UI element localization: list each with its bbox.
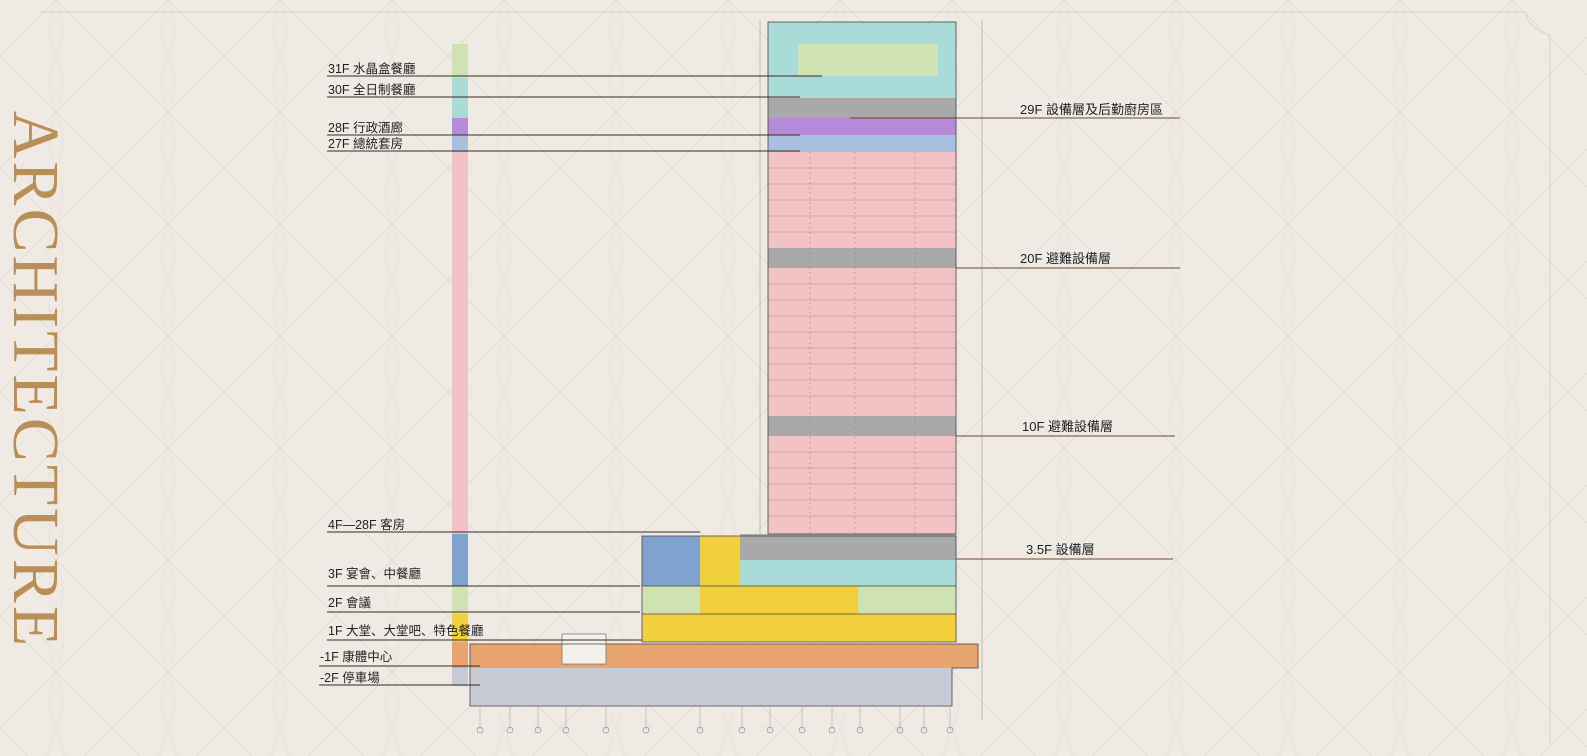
label-3-5f: 3.5F 設備層 [1026,542,1095,557]
leader-lines [319,75,822,686]
label-27f: 27F 總統套房 [328,137,404,151]
label-29f: 29F 設備層及后勤廚房區 [1020,102,1164,117]
label-10f: 10F 避難設備層 [1022,419,1114,434]
section-outline [469,21,979,707]
label-b2: -2F 停車場 [320,671,380,685]
label-31f: 31F 水晶盒餐廳 [328,62,416,76]
level-dimension-lines [759,20,983,720]
label-30f: 30F 全日制餐廳 [328,83,416,97]
label-20f: 20F 避難設備層 [1020,251,1112,266]
label-b1: -1F 康體中心 [320,650,393,664]
podium-floors [470,536,978,706]
label-28f: 28F 行政酒廊 [328,121,404,135]
tower-floors [740,22,956,560]
grid-axis-lines [479,706,951,730]
label-1f: 1F 大堂、大堂吧、特色餐廳 [328,624,484,638]
label-4f-28f: 4F—28F 客房 [328,518,406,532]
tower-floor-lines [768,152,956,534]
leader-lines-right [850,117,1180,560]
label-3f: 3F 宴會、中餐廳 [328,567,422,581]
grid-axis-markers [476,726,954,734]
legend-color-bar [452,44,468,686]
label-2f: 2F 會議 [328,596,372,610]
